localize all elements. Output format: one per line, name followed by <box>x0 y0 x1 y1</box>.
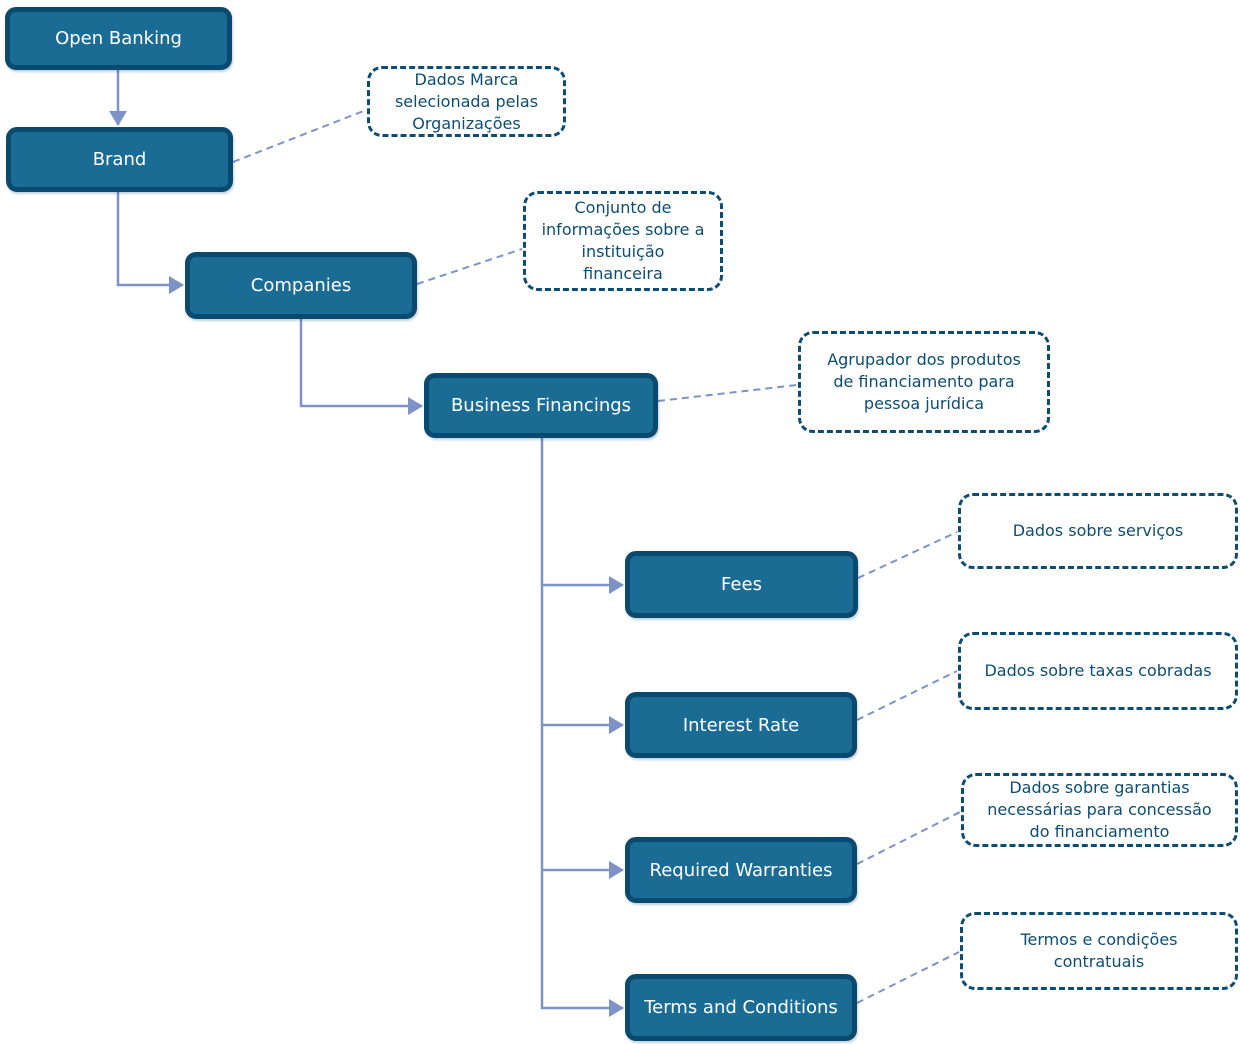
note-brand-text: Dados Marca selecionada pelas Organizaçõ… <box>394 69 539 133</box>
node-companies-label: Companies <box>250 275 352 296</box>
edge-business-financings-to-terms-and-conditions <box>540 438 624 1017</box>
edge-companies-to-business-financings <box>299 319 423 415</box>
note-connector-companies <box>416 248 523 285</box>
node-terms-and-conditions: Terms and Conditions <box>625 974 857 1041</box>
note-terms-and-conditions: Termos e condições contratuais <box>960 912 1238 990</box>
note-business-financings-text: Agrupador dos produtos de financiamento … <box>827 350 1021 413</box>
node-interest-rate-label: Interest Rate <box>682 714 800 736</box>
node-open-banking: Open Banking <box>5 7 232 70</box>
node-brand-label: Brand <box>92 149 147 170</box>
note-required-warranties-text: Dados sobre garantias necessárias para c… <box>987 778 1212 841</box>
note-fees: Dados sobre serviços <box>958 493 1238 569</box>
node-required-warranties: Required Warranties <box>625 837 857 903</box>
node-terms-and-conditions-label: Terms and Conditions <box>644 997 838 1018</box>
note-required-warranties: Dados sobre garantias necessárias para c… <box>961 773 1238 847</box>
note-interest-rate: Dados sobre taxas cobradas <box>958 632 1238 710</box>
node-brand: Brand <box>6 127 233 192</box>
node-fees: Fees <box>625 551 858 618</box>
note-fees-text: Dados sobre serviços <box>1012 521 1184 540</box>
note-brand: Dados Marca selecionada pelas Organizaçõ… <box>367 66 566 137</box>
node-business-financings: Business Financings <box>424 373 658 438</box>
note-interest-rate-text: Dados sobre taxas cobradas <box>984 661 1212 680</box>
note-connector-business-financings <box>657 384 798 402</box>
node-companies: Companies <box>185 252 417 319</box>
node-required-warranties-label: Required Warranties <box>649 859 833 881</box>
note-connector-interest-rate <box>856 670 958 721</box>
note-connector-required-warranties <box>856 811 961 865</box>
note-companies: Conjunto de informações sobre a institui… <box>523 191 723 291</box>
note-companies-text: Conjunto de informações sobre a institui… <box>541 198 705 283</box>
note-connector-fees <box>857 531 958 579</box>
node-fees-label: Fees <box>721 574 762 595</box>
edge-brand-to-companies <box>116 192 184 294</box>
note-terms-and-conditions-text: Termos e condições contratuais <box>1020 930 1178 971</box>
note-business-financings: Agrupador dos produtos de financiamento … <box>798 331 1050 433</box>
node-interest-rate: Interest Rate <box>625 692 857 758</box>
note-connector-brand <box>232 109 367 163</box>
node-business-financings-label: Business Financings <box>450 395 632 416</box>
node-open-banking-label: Open Banking <box>55 28 182 49</box>
note-connector-terms-and-conditions <box>856 951 960 1004</box>
